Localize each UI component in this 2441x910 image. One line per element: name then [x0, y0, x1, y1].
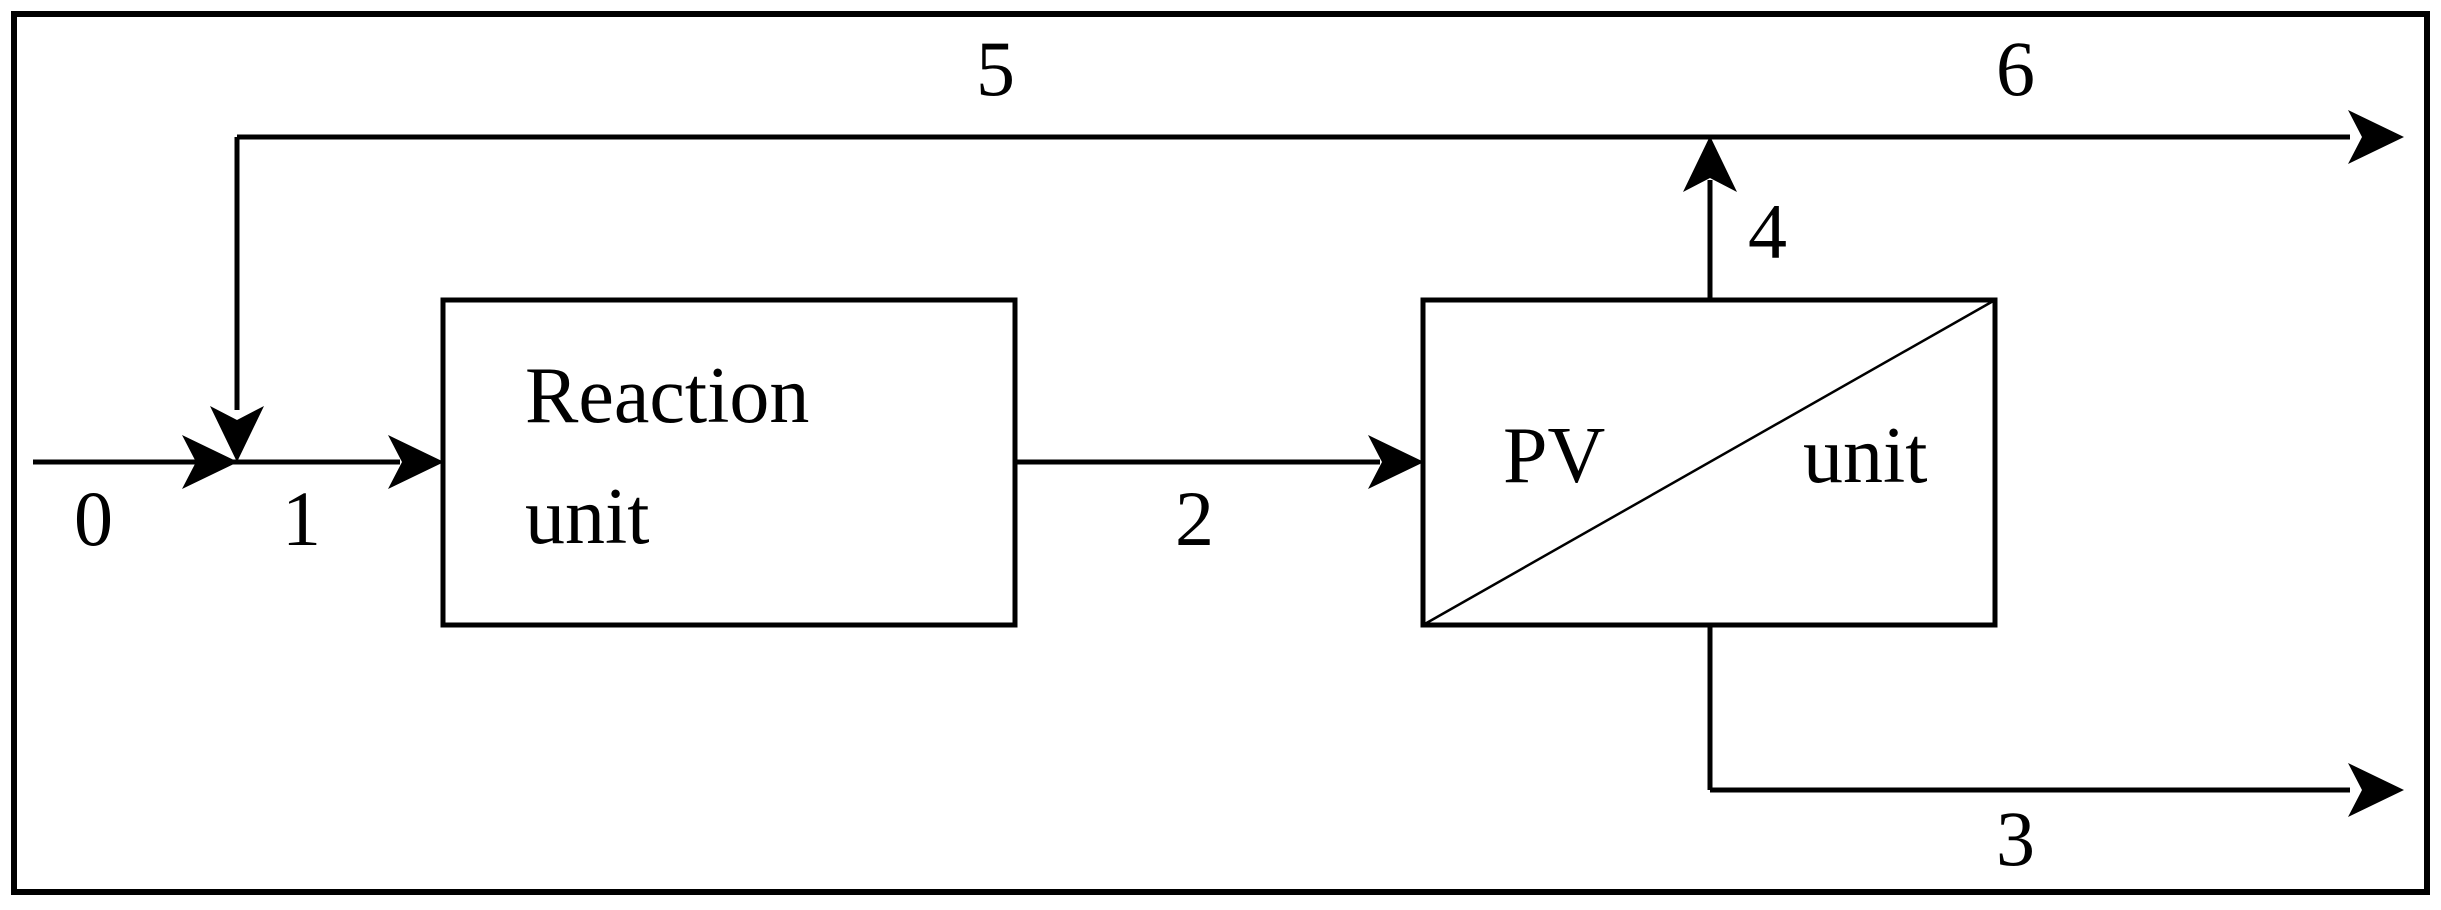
reaction-inlet-arrowhead [388, 435, 444, 489]
stream-label-2: 2 [1175, 475, 1214, 562]
recycle-arrowhead [210, 406, 264, 462]
pv-membrane-line [1422, 298, 1996, 627]
pv-inlet-arrowhead [1368, 435, 1424, 489]
diagram-border [11, 11, 2430, 895]
reaction-unit-box [440, 297, 1018, 628]
stream-4-arrowhead [1683, 136, 1737, 192]
stream-label-6: 6 [1996, 25, 2035, 112]
reaction-unit-label-line1: Reaction [525, 352, 809, 440]
stream-label-1: 1 [282, 475, 321, 562]
pv-unit-label-unit: unit [1803, 412, 1927, 500]
stream-label-5: 5 [976, 25, 1015, 112]
pv-unit-label-pv: PV [1503, 412, 1605, 500]
stream-label-0: 0 [74, 475, 113, 562]
reaction-unit-label-line2: unit [525, 473, 649, 561]
stream-6-arrowhead [2348, 110, 2404, 164]
stream-3-arrowhead [2348, 763, 2404, 817]
stream-label-4: 4 [1748, 188, 1787, 275]
mixing-point-arrowhead [182, 435, 238, 489]
stream-label-3: 3 [1996, 795, 2035, 882]
